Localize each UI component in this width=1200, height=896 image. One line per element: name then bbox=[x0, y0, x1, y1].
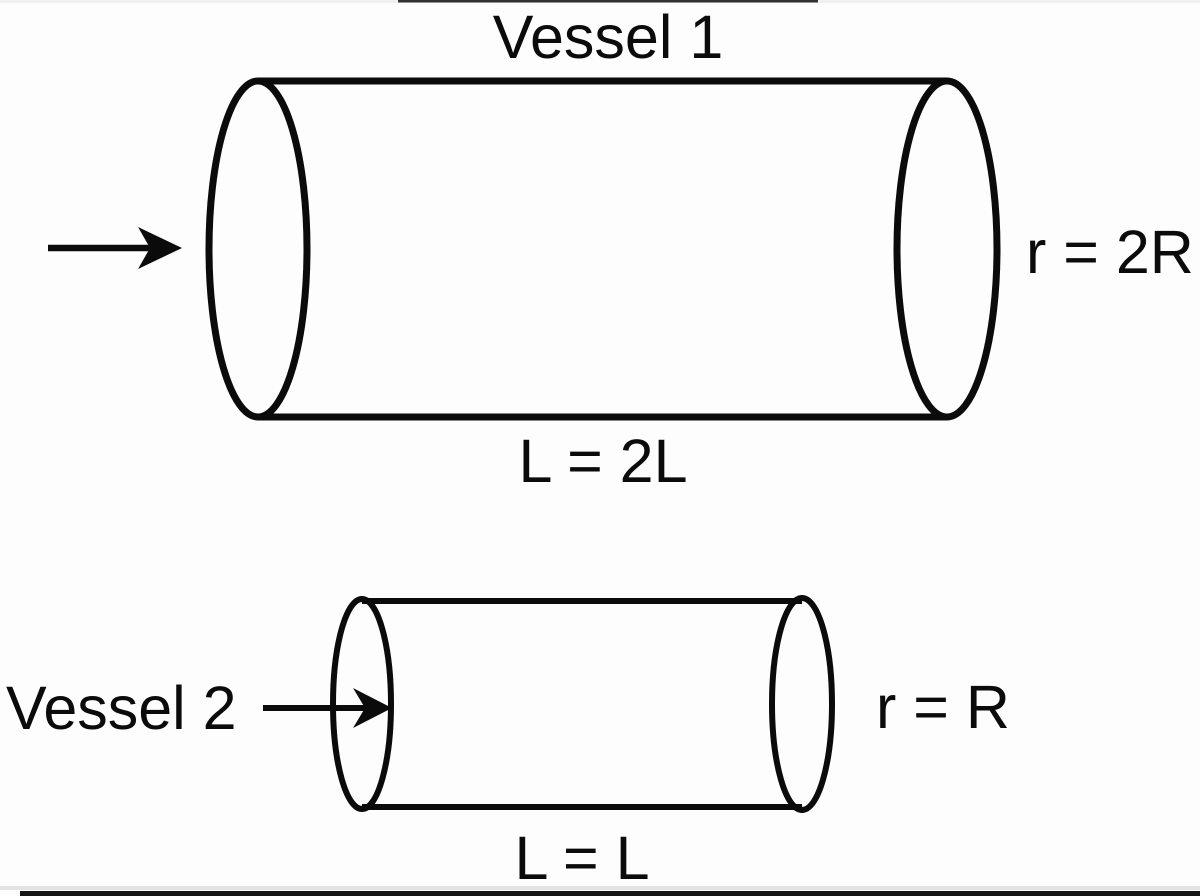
vessel1-length-label: L = 2L bbox=[518, 427, 687, 495]
vessel2-group: Vessel 2 r = R L = L bbox=[6, 595, 1010, 892]
vessel1-flow-arrow-icon bbox=[48, 227, 182, 269]
vessel2-left-end-ellipse bbox=[330, 596, 394, 812]
vessel2-radius-label: r = R bbox=[876, 673, 1010, 741]
vessel1-title: Vessel 1 bbox=[493, 3, 724, 71]
vessel1-flow-arrow-head bbox=[138, 227, 182, 269]
vessel2-flow-arrow-head bbox=[353, 688, 392, 728]
vessel2-length-label: L = L bbox=[514, 824, 649, 892]
bottom-edge-speckle bbox=[0, 886, 1200, 890]
bottom-edge-dark-strip bbox=[20, 891, 1200, 896]
vessel2-flow-arrow-icon bbox=[263, 688, 392, 728]
vessel2-title: Vessel 2 bbox=[6, 674, 237, 742]
vessel1-radius-label: r = 2R bbox=[1026, 218, 1194, 286]
top-edge-dark-strip bbox=[398, 0, 818, 3]
vessel1-left-end-ellipse bbox=[205, 77, 311, 421]
vessel1-group: Vessel 1 r = 2R L = 2L bbox=[48, 3, 1194, 495]
vessel2-right-end-ellipse bbox=[769, 595, 835, 813]
vessel1-right-end-ellipse bbox=[893, 77, 1001, 421]
